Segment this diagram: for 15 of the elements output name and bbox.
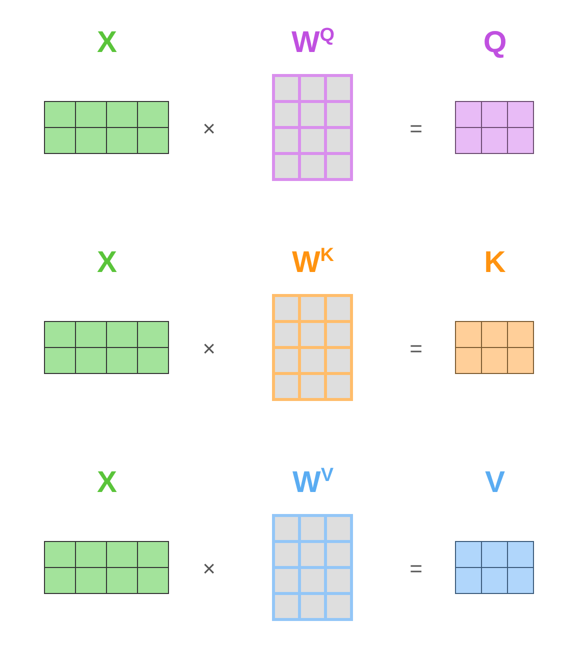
multiply-sign: × bbox=[202, 336, 216, 362]
multiply-sign: × bbox=[202, 116, 216, 142]
matrix-name: X bbox=[97, 26, 117, 60]
matrix-name: W$^{Q}$ bbox=[291, 26, 335, 60]
matrix-name: X bbox=[97, 466, 117, 500]
matrix-name: W$^{V}$ bbox=[292, 466, 334, 500]
equals-sign: = bbox=[410, 336, 422, 362]
matrix-name: K bbox=[484, 246, 506, 280]
matrix-name: W$^{K}$ bbox=[292, 246, 334, 280]
equals-sign: = bbox=[410, 556, 422, 582]
matrix-name: V bbox=[485, 466, 505, 500]
equals-sign: = bbox=[410, 116, 422, 142]
matrix-name: X bbox=[97, 246, 117, 280]
matrix-name: Q bbox=[483, 26, 507, 60]
multiply-sign: × bbox=[202, 556, 216, 582]
